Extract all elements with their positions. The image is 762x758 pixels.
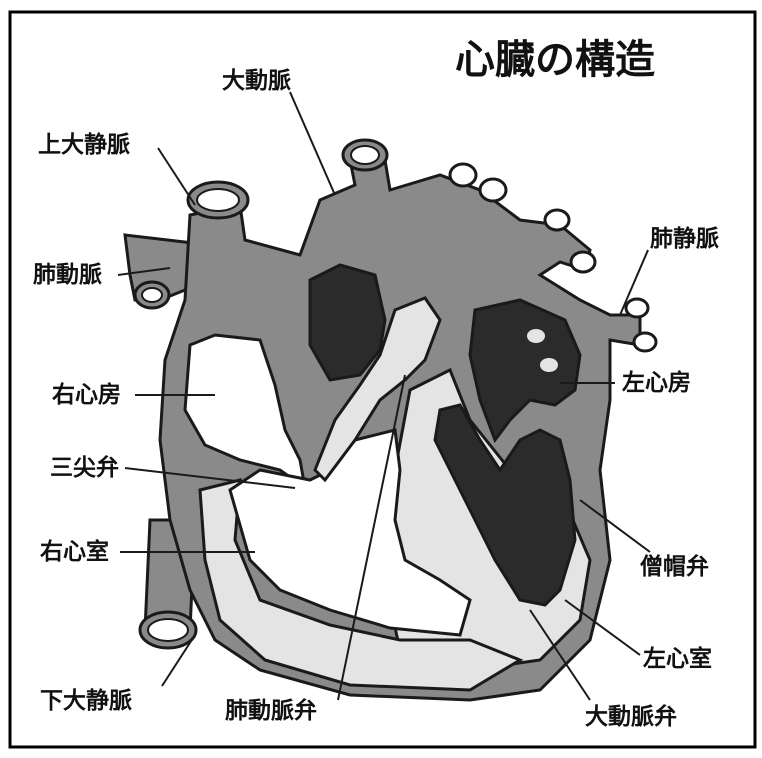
label-inferior-vena-cava: 下大静脈 <box>40 690 132 713</box>
label-right-ventricle: 右心室 <box>40 541 109 564</box>
label-superior-vena-cava: 上大静脈 <box>38 134 130 157</box>
superior-vena-cava-vessel <box>188 182 248 218</box>
label-left-ventricle: 左心室 <box>643 648 712 671</box>
pulmonary-vein-opening-1 <box>527 329 545 343</box>
label-pulmonary-valve: 肺動脈弁 <box>225 700 317 723</box>
label-aorta: 大動脈 <box>222 70 291 93</box>
label-right-atrium: 右心房 <box>52 384 121 407</box>
diagram-title: 心臓の構造 <box>455 40 655 80</box>
label-tricuspid-valve: 三尖弁 <box>50 457 119 480</box>
pulmonary-vein-opening-2 <box>540 358 558 372</box>
svc-leader <box>158 148 195 205</box>
aorta-leader <box>290 92 335 195</box>
label-left-atrium: 左心房 <box>622 372 691 395</box>
label-pulmonary-vein: 肺静脈 <box>650 228 719 251</box>
label-pulmonary-artery: 肺動脈 <box>33 264 102 287</box>
label-aortic-valve: 大動脈弁 <box>585 706 677 729</box>
label-mitral-valve: 僧帽弁 <box>640 556 709 579</box>
